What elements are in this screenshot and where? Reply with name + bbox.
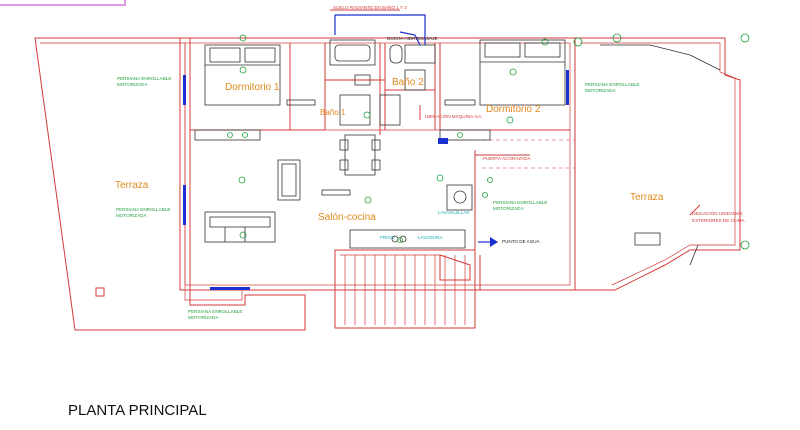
note-persiana-4: PERSIANA ENROLLABLE xyxy=(493,200,547,205)
note-persiana-3: PERSIANA ENROLLABLE xyxy=(116,207,170,212)
light-fixtures xyxy=(227,33,750,250)
room-label-bano-1: Baño 1 xyxy=(320,108,346,117)
plan-title: PLANTA PRINCIPAL xyxy=(68,402,207,419)
note-persiana-5: PERSIANA ENROLLABLE xyxy=(188,309,242,314)
note-ubicacion-maquina: UBICACIÓN MÁQUINA A/A xyxy=(425,113,482,119)
underfloor-heating-lines xyxy=(334,14,498,247)
terrace-right xyxy=(479,37,741,291)
note-motorizada-4: MOTORIZADA xyxy=(493,206,524,211)
room-label-terraza-right: Terraza xyxy=(630,192,664,203)
note-motorizada-2: MOTORIZADA xyxy=(585,88,616,93)
note-exteriores-clima: EXTERIORES DE CLIMA xyxy=(692,218,746,223)
note-ubicacion-unidades: UBICACIÓN UNIDADES xyxy=(692,210,743,216)
note-suelo-radiante: SUELO RADIANTE EN BAÑO 1 Y 2 xyxy=(333,4,407,10)
frame-fragment xyxy=(0,0,126,6)
room-label-dormitorio-2: Dormitorio 2 xyxy=(486,104,541,115)
note-lavavajillas: LAVAVAJILLAS xyxy=(438,210,469,215)
room-label-terraza-left: Terraza xyxy=(115,180,149,191)
room-label-dormitorio-1: Dormitorio 1 xyxy=(225,82,280,93)
annotation-leaders xyxy=(330,9,701,216)
note-puerta-acorazada: PUERTA ACORAZADA xyxy=(483,156,532,161)
note-punto-agua: PUNTO DE AGUA xyxy=(502,239,541,244)
room-label-bano-2: Baño 2 xyxy=(392,77,424,88)
room-label-salon-cocina: Salón-cocina xyxy=(318,212,376,223)
windows xyxy=(183,70,569,290)
note-persiana-1: PERSIANA ENROLLABLE xyxy=(117,76,171,81)
note-lavadora: LAVADORA xyxy=(418,235,443,240)
note-motorizada-1: MOTORIZADA xyxy=(117,82,148,87)
note-motorizada-3: MOTORIZADA xyxy=(116,213,147,218)
furniture xyxy=(194,39,566,249)
note-persiana-2: PERSIANA ENROLLABLE xyxy=(585,82,639,87)
note-frigo: FRIGO xyxy=(380,235,395,240)
note-motorizada-5: MOTORIZADA xyxy=(188,315,219,320)
note-ducha-hidromasaje: DUCHA HIDROMASAJE xyxy=(387,36,438,41)
